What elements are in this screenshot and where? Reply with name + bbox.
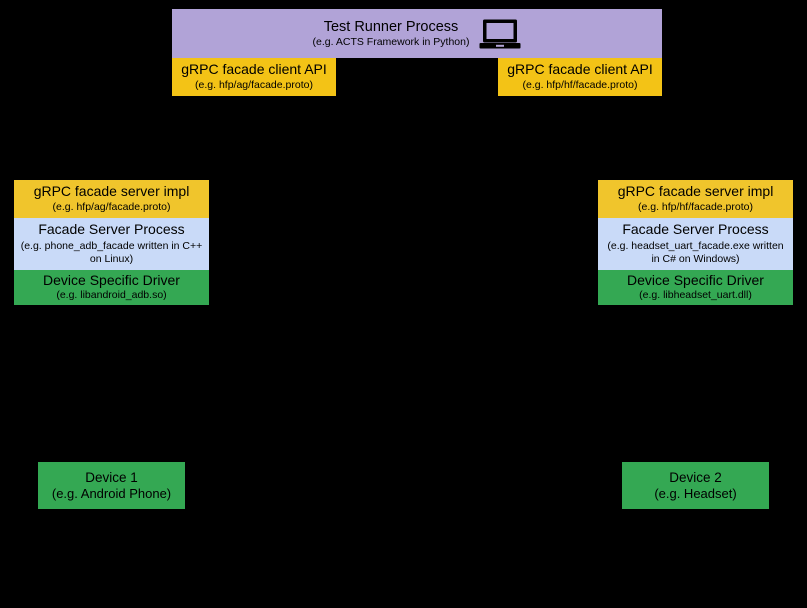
grpc-facade-server-impl-right-box: gRPC facade server impl (e.g. hfp/hf/fac…: [598, 180, 793, 218]
laptop-icon: [479, 19, 521, 48]
device-driver-left-subtitle: (e.g. libandroid_adb.so): [56, 289, 167, 302]
connector-left-client-to-server: [253, 96, 255, 180]
test-runner-text-group: Test Runner Process (e.g. ACTS Framework…: [313, 19, 470, 49]
device-specific-driver-left-box: Device Specific Driver (e.g. libandroid_…: [14, 270, 209, 305]
server-impl-right-subtitle: (e.g. hfp/hf/facade.proto): [638, 200, 753, 213]
server-process-right-title: Facade Server Process: [622, 221, 769, 238]
facade-server-process-right-box: Facade Server Process (e.g. headset_uart…: [598, 218, 793, 270]
server-impl-right-title: gRPC facade server impl: [617, 183, 774, 200]
client-api-right-subtitle: (e.g. hfp/hf/facade.proto): [522, 78, 638, 91]
device-2-title: Device 2: [669, 469, 722, 485]
client-api-left-subtitle: (e.g. hfp/ag/facade.proto): [195, 78, 313, 91]
server-impl-left-title: gRPC facade server impl: [33, 183, 190, 200]
client-api-right-title: gRPC facade client API: [507, 61, 653, 78]
server-process-left-subtitle: (e.g. phone_adb_facade written in C++ on…: [20, 240, 203, 265]
device-driver-right-title: Device Specific Driver: [627, 271, 764, 288]
device-driver-left-title: Device Specific Driver: [43, 271, 180, 288]
connector-device-to-device: [185, 485, 622, 487]
grpc-facade-client-api-left-box: gRPC facade client API (e.g. hfp/ag/faca…: [172, 58, 336, 96]
test-runner-process-box: Test Runner Process (e.g. ACTS Framework…: [172, 9, 662, 58]
grpc-facade-server-impl-left-box: gRPC facade server impl (e.g. hfp/ag/fac…: [14, 180, 209, 218]
device-1-title: Device 1: [85, 469, 138, 485]
connector-left-driver-to-device: [111, 305, 113, 462]
device-1-subtitle: (e.g. Android Phone): [51, 485, 172, 501]
test-runner-subtitle: (e.g. ACTS Framework in Python): [312, 35, 470, 48]
facade-server-process-left-box: Facade Server Process (e.g. phone_adb_fa…: [14, 218, 209, 270]
device-specific-driver-right-box: Device Specific Driver (e.g. libheadset_…: [598, 270, 793, 305]
connector-right-client-to-server: [579, 96, 581, 180]
device-driver-right-subtitle: (e.g. libheadset_uart.dll): [639, 289, 752, 302]
client-api-left-title: gRPC facade client API: [181, 61, 327, 78]
test-runner-title: Test Runner Process: [323, 18, 459, 35]
grpc-facade-client-api-right-box: gRPC facade client API (e.g. hfp/hf/faca…: [498, 58, 662, 96]
device-2-subtitle: (e.g. Headset): [654, 485, 737, 501]
server-impl-left-subtitle: (e.g. hfp/ag/facade.proto): [52, 200, 171, 213]
device-2-box: Device 2 (e.g. Headset): [622, 462, 769, 509]
device-1-box: Device 1 (e.g. Android Phone): [38, 462, 185, 509]
server-process-left-title: Facade Server Process: [38, 221, 185, 238]
connector-right-driver-to-device: [695, 305, 697, 462]
server-process-right-subtitle: (e.g. headset_uart_facade.exe written in…: [607, 240, 784, 265]
